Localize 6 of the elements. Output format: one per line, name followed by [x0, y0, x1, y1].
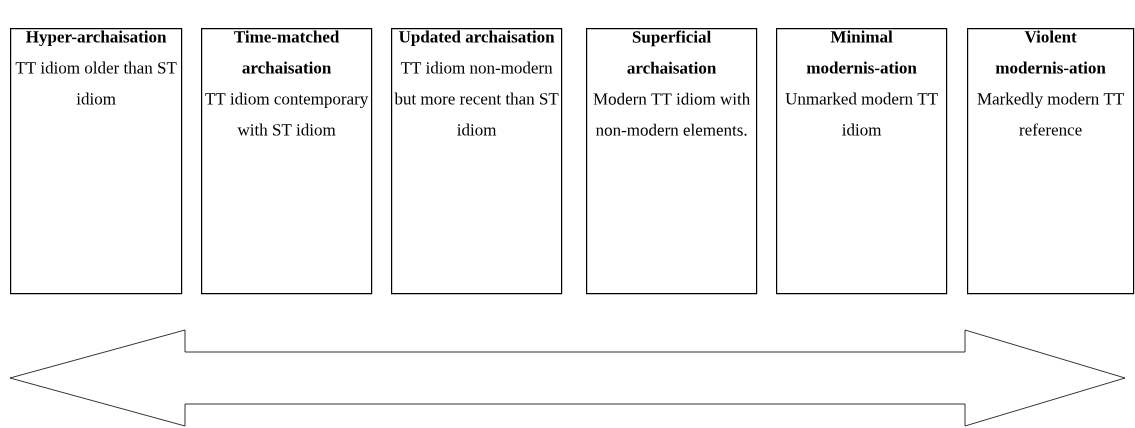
category-box: Time-matched archaisation TT idiom contemporary with ST idiom — [201, 28, 373, 295]
category-box: Minimal modernis-ation Unmarked modern TT idiom — [776, 28, 948, 295]
category-box: Violent modernis-ation Markedly modern TT reference — [967, 28, 1135, 295]
category-box: Superficial archaisation Modern TT idiom with non-modern elements. — [586, 28, 758, 295]
category-box: Updated archaisation TT idiom non-modern but more recent than ST idiom — [391, 28, 563, 295]
category-box: Hyper-archaisation TT idiom older than ST idiom — [10, 28, 183, 295]
